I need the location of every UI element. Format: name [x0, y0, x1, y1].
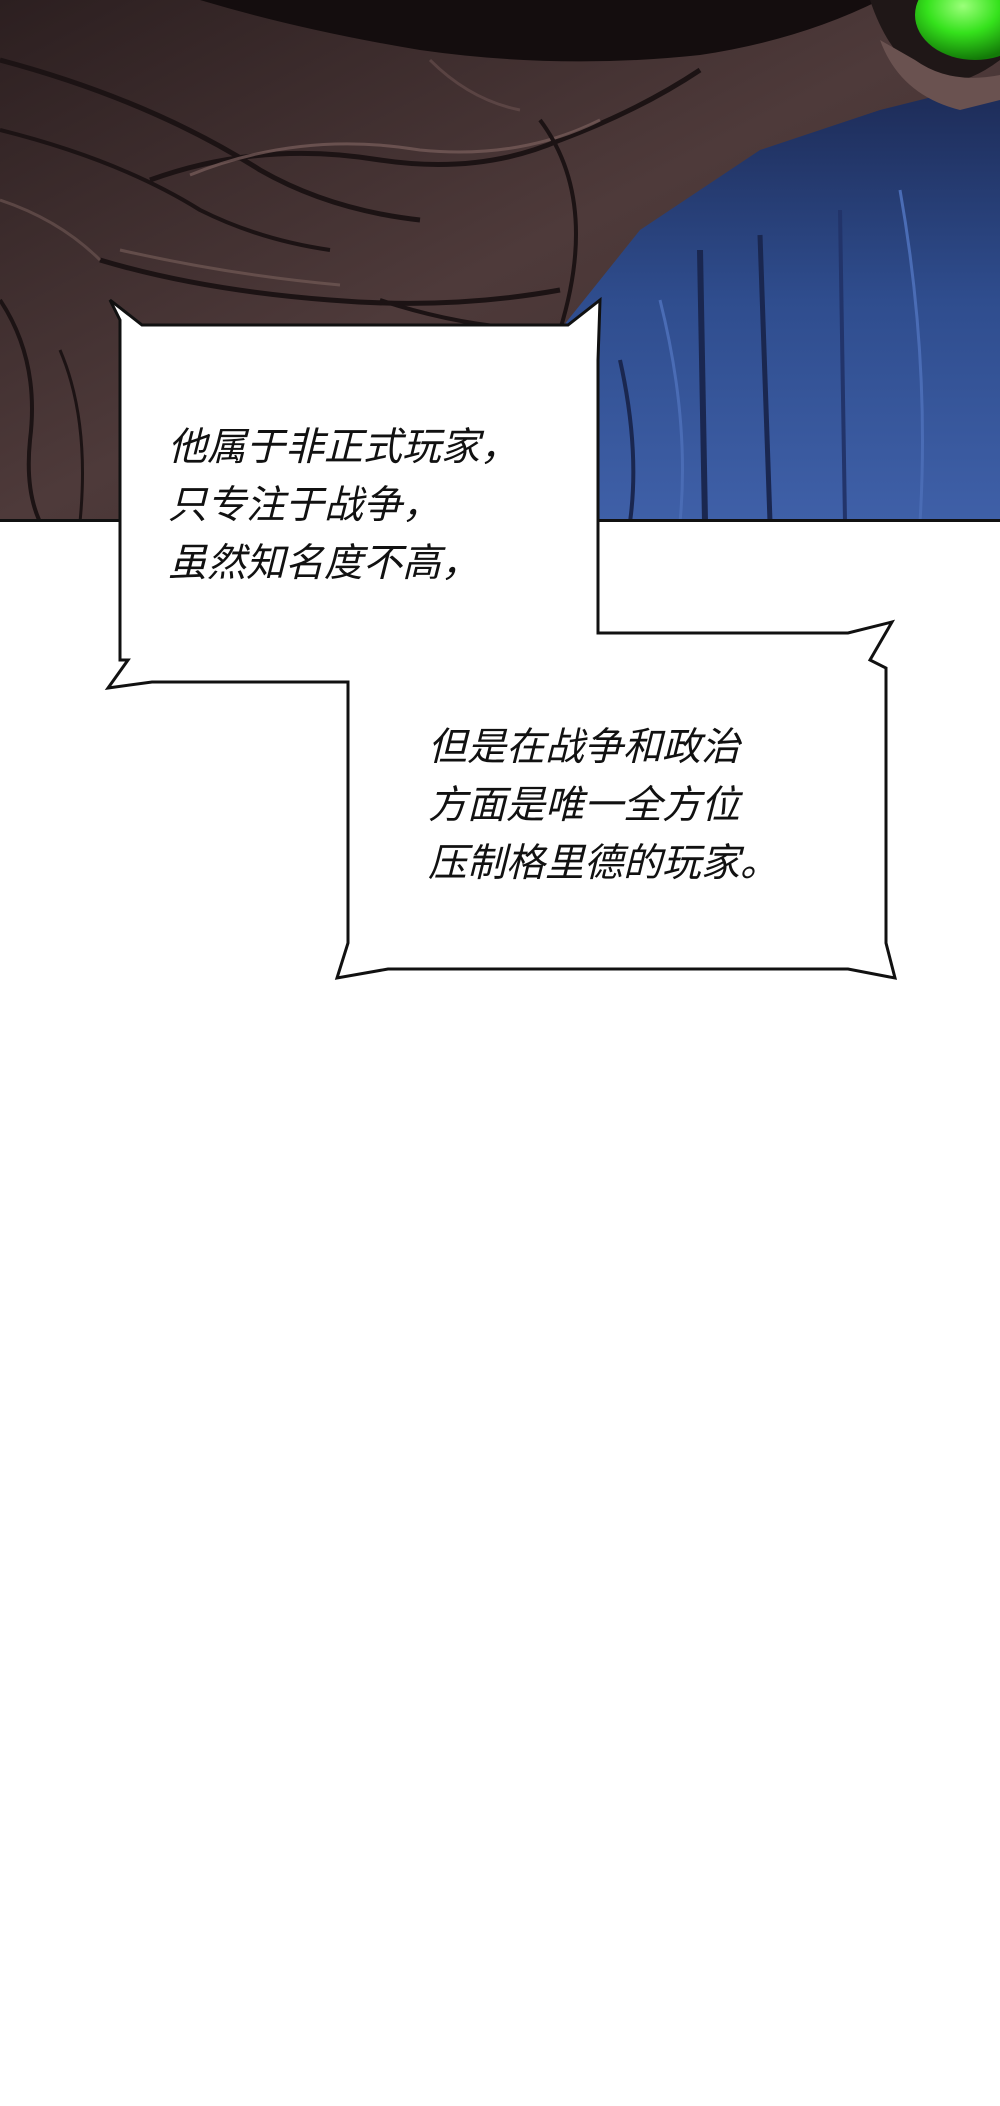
speech-balloons [104, 296, 898, 980]
caption-text-1: 他属于非正式玩家， 只专注于战争， 虽然知名度不高， [168, 419, 519, 593]
caption-text-2: 但是在战争和政治 方面是唯一全方位 压制格里德的玩家。 [428, 719, 779, 893]
caption-1-line-3: 虽然知名度不高， [168, 541, 481, 586]
caption-1-line-2: 只专注于战争， [168, 483, 442, 528]
caption-box-1 [104, 296, 898, 980]
caption-2-line-2: 方面是唯一全方位 [428, 783, 741, 828]
caption-2-line-1: 但是在战争和政治 [428, 725, 741, 770]
caption-1-line-1: 他属于非正式玩家， [168, 425, 520, 470]
caption-2-line-3: 压制格里德的玩家。 [428, 841, 780, 886]
